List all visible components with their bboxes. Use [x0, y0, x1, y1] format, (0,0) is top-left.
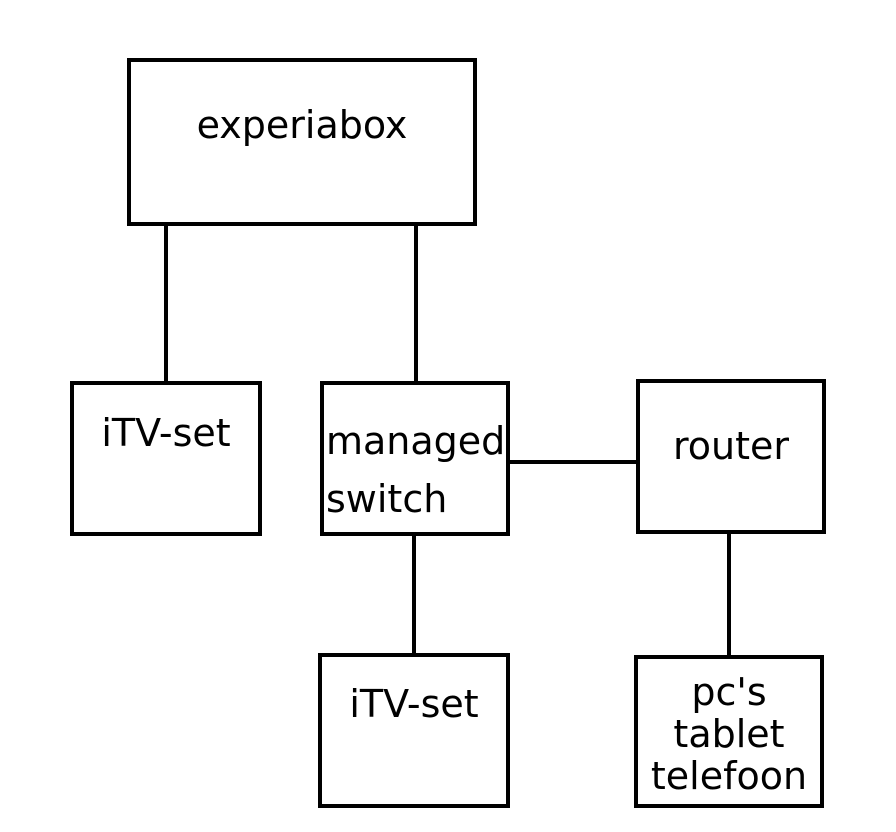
node-managed-switch-line-1: managed: [326, 419, 506, 463]
node-experiabox-label: experiabox: [196, 103, 408, 147]
node-devices-label: pc's tablet telefoon: [638, 671, 820, 797]
node-router-label: router: [672, 424, 790, 468]
node-router: router: [636, 379, 826, 534]
node-devices-line-2: tablet: [673, 712, 785, 756]
node-itv-set-bottom-label: iTV-set: [349, 682, 479, 726]
node-devices-line-3: telefoon: [650, 754, 808, 798]
node-itv-set-left-label: iTV-set: [101, 411, 231, 455]
edge-managed-switch-itv-bottom: [412, 534, 416, 656]
edge-experiabox-managed-switch: [414, 224, 418, 384]
node-managed-switch-label: managed switch: [326, 412, 505, 528]
node-managed-switch: managed switch: [320, 381, 510, 536]
node-experiabox: experiabox: [127, 58, 477, 226]
node-itv-set-left: iTV-set: [70, 381, 262, 536]
node-itv-set-bottom: iTV-set: [318, 653, 510, 808]
node-managed-switch-line-2: switch: [326, 477, 448, 521]
edge-router-devices: [727, 532, 731, 657]
edge-managed-switch-router: [508, 460, 638, 464]
node-devices-line-1: pc's: [691, 670, 767, 714]
edge-experiabox-itv-left: [164, 224, 168, 384]
node-devices: pc's tablet telefoon: [634, 655, 824, 808]
